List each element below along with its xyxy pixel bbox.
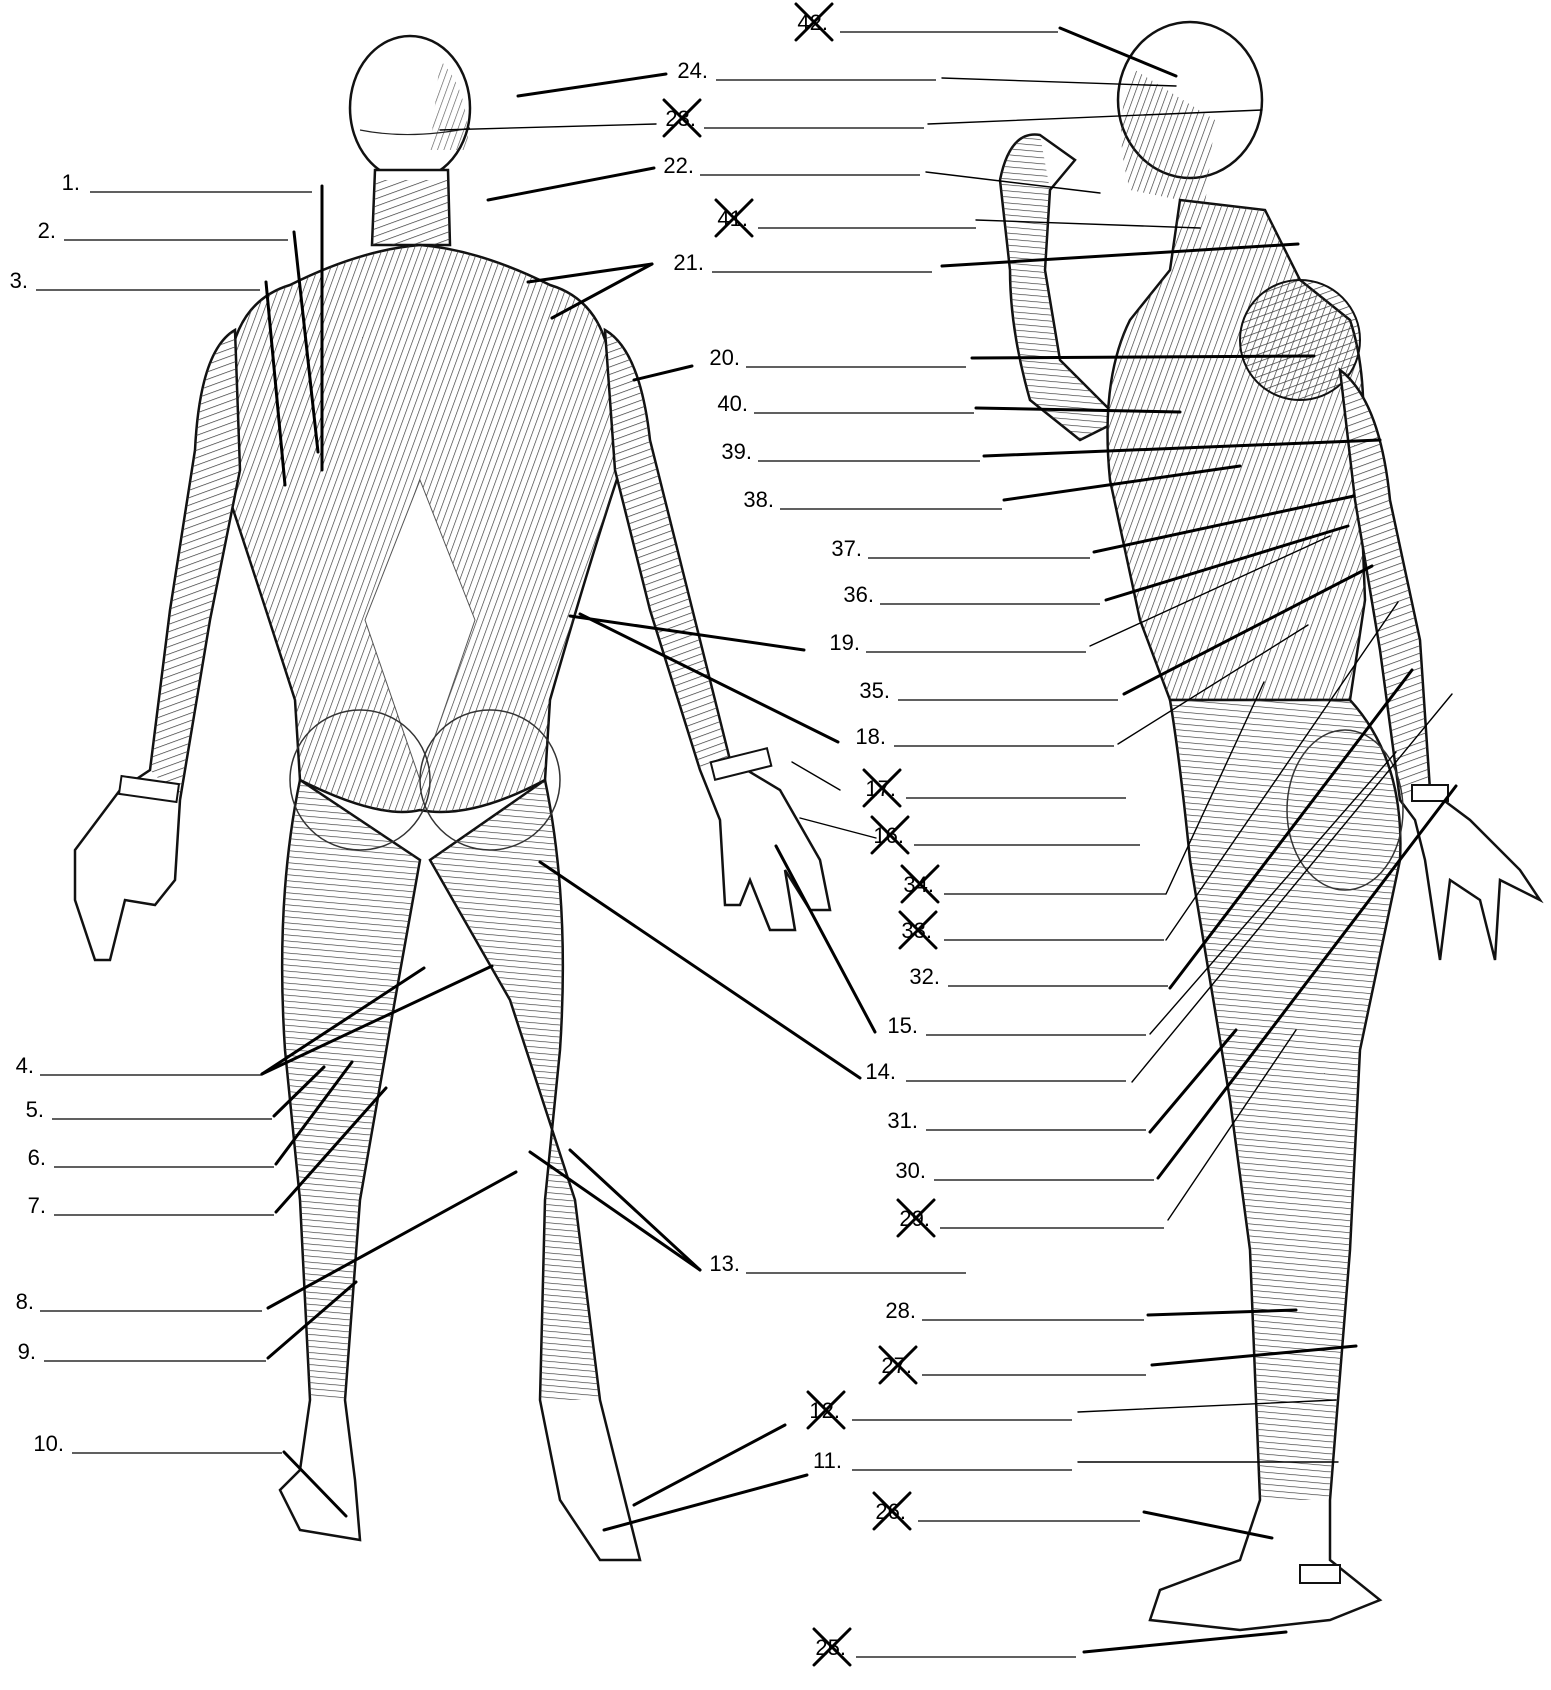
label-slot-15: 15. [887, 1013, 1146, 1038]
label-slot-27: 27. [880, 1347, 1146, 1383]
label-slot-35: 35. [859, 678, 1118, 703]
label-number: 10. [33, 1431, 64, 1456]
lateral-muscle-figure [1000, 22, 1540, 1630]
label-number: 36. [843, 582, 874, 607]
label-number: 32. [909, 964, 940, 989]
label-slot-18: 18. [855, 724, 1114, 749]
label-slot-5: 5. [26, 1097, 272, 1122]
label-number: 11. [813, 1448, 842, 1473]
label-slot-14: 14. [865, 1059, 1126, 1084]
label-number: 20. [709, 345, 740, 370]
label-number: 24. [677, 58, 708, 83]
label-number: 8. [16, 1289, 34, 1314]
label-slot-40: 40. [717, 391, 974, 416]
label-number: 19. [829, 630, 860, 655]
label-slot-36: 36. [843, 582, 1100, 607]
label-slot-33: 33. [900, 912, 1164, 948]
label-slot-24: 24. [677, 58, 936, 83]
label-number: 3. [10, 268, 28, 293]
label-slot-39: 39. [721, 439, 980, 464]
label-slot-37: 37. [831, 536, 1090, 561]
label-slot-25: 25. [814, 1629, 1076, 1665]
label-number: 2. [38, 218, 56, 243]
label-slot-42: 42. [796, 4, 1058, 40]
label-slot-11: 11. [813, 1448, 1072, 1473]
label-slot-6: 6. [28, 1145, 274, 1170]
label-slot-10: 10. [33, 1431, 282, 1456]
label-number: 38. [743, 487, 774, 512]
label-slot-31: 31. [887, 1108, 1146, 1133]
label-slot-9: 9. [18, 1339, 266, 1364]
label-slot-7: 7. [28, 1193, 274, 1218]
label-slot-23: 23. [664, 100, 924, 136]
label-slot-12: 12. [808, 1392, 1072, 1428]
label-slot-26: 26. [874, 1493, 1140, 1529]
label-slot-3: 3. [10, 268, 260, 293]
label-slot-16: 16. [872, 817, 1140, 853]
label-slot-8: 8. [16, 1289, 262, 1314]
label-slot-17: 17. [864, 770, 1126, 806]
label-number: 39. [721, 439, 752, 464]
label-slot-34: 34. [902, 866, 1166, 902]
label-number: 5. [26, 1097, 44, 1122]
label-slot-38: 38. [743, 487, 1002, 512]
label-number: 15. [887, 1013, 918, 1038]
label-number: 14. [865, 1059, 896, 1084]
label-number: 6. [28, 1145, 46, 1170]
label-slot-19: 19. [829, 630, 1086, 655]
label-number: 22. [663, 153, 694, 178]
label-number: 28. [885, 1298, 916, 1323]
label-number: 35. [859, 678, 890, 703]
posterior-muscle-figure [75, 36, 830, 1560]
label-slot-22: 22. [663, 153, 920, 178]
label-slot-41: 41. [716, 200, 976, 236]
label-slot-1: 1. [62, 170, 312, 195]
label-slot-28: 28. [885, 1298, 1144, 1323]
label-number: 21. [673, 250, 704, 275]
label-slot-2: 2. [38, 218, 288, 243]
label-slot-30: 30. [895, 1158, 1154, 1183]
label-number: 37. [831, 536, 862, 561]
label-number: 40. [717, 391, 748, 416]
label-number: 31. [887, 1108, 918, 1133]
label-number: 13. [709, 1251, 740, 1276]
label-number: 18. [855, 724, 886, 749]
label-number: 7. [28, 1193, 46, 1218]
label-slot-29: 29. [898, 1200, 1164, 1236]
label-number: 4. [16, 1053, 34, 1078]
label-number: 30. [895, 1158, 926, 1183]
label-slot-21: 21. [673, 250, 932, 275]
label-slot-4: 4. [16, 1053, 262, 1078]
label-number: 1. [62, 170, 80, 195]
label-slot-20: 20. [709, 345, 966, 370]
label-slot-32: 32. [909, 964, 1168, 989]
label-slot-13: 13. [709, 1251, 966, 1276]
label-number: 9. [18, 1339, 36, 1364]
